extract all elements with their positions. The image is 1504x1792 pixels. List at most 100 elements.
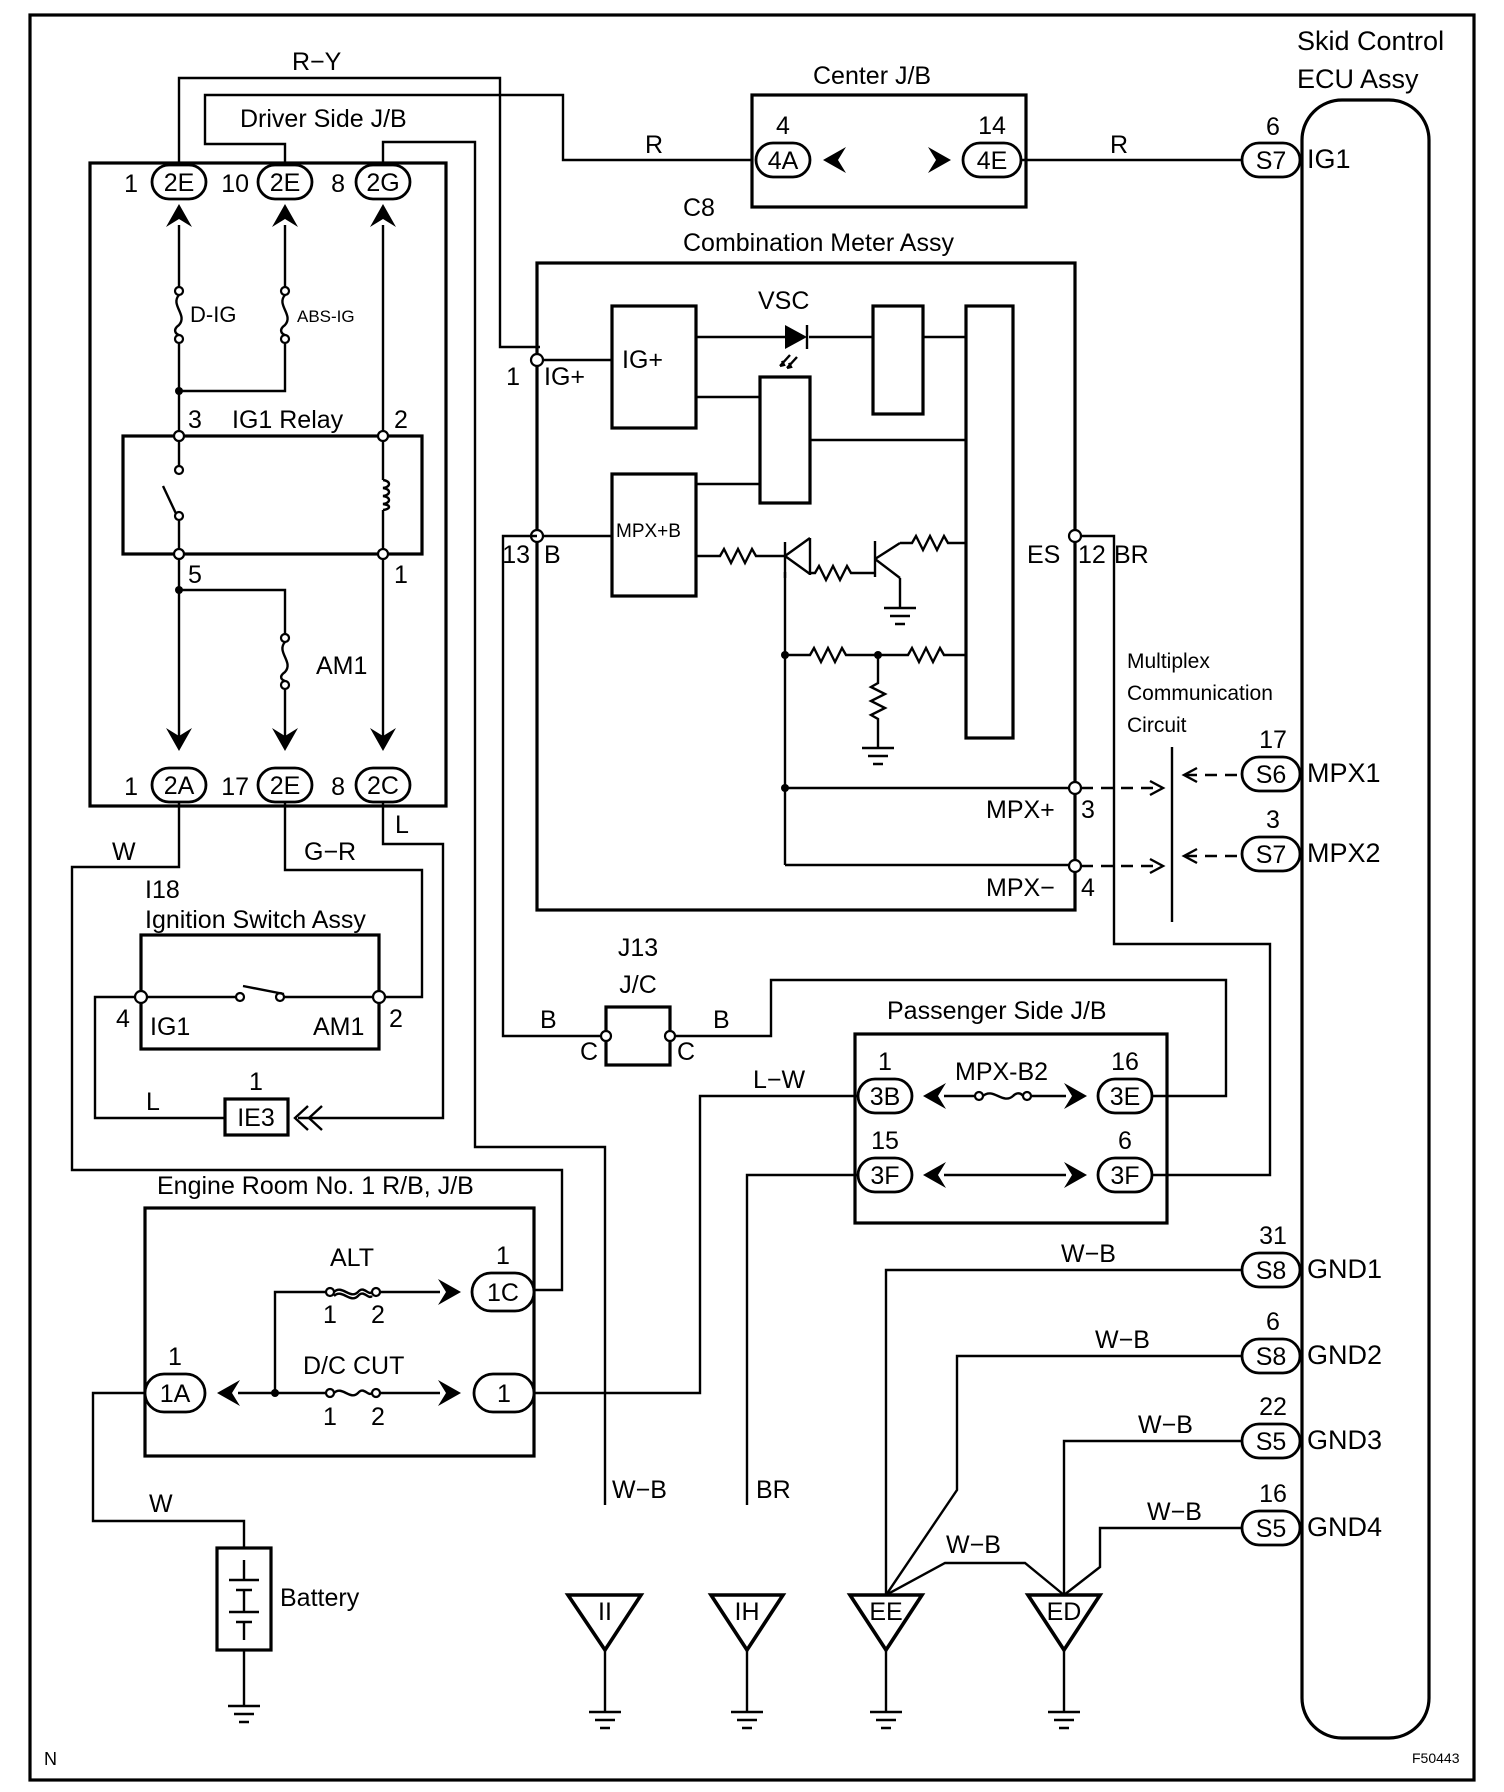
ecu-terminal-gnd2: GND2 <box>1307 1340 1382 1370</box>
svg-text:17: 17 <box>1259 726 1287 754</box>
svg-text:3: 3 <box>1081 796 1095 824</box>
wire-b-jc <box>676 978 1228 1098</box>
svg-text:1: 1 <box>394 561 408 589</box>
svg-text:2: 2 <box>371 1403 385 1431</box>
ecu-terminal-mpx1: MPX1 <box>1307 758 1381 788</box>
svg-text:S8: S8 <box>1256 1343 1287 1371</box>
svg-text:15: 15 <box>871 1127 899 1155</box>
svg-text:1: 1 <box>878 1048 892 1076</box>
svg-text:W−B: W−B <box>1095 1326 1150 1354</box>
svg-text:S5: S5 <box>1256 1428 1287 1456</box>
svg-text:6: 6 <box>1266 1308 1280 1336</box>
wire-w-battery <box>91 1391 246 1548</box>
svg-text:1: 1 <box>124 170 138 198</box>
svg-text:10: 10 <box>221 170 249 198</box>
svg-text:6: 6 <box>1118 1127 1132 1155</box>
ign-switch-code: I18 <box>145 876 180 904</box>
ecu-terminal-gnd4: GND4 <box>1307 1512 1382 1542</box>
svg-text:D-IG: D-IG <box>190 302 236 327</box>
page-frame <box>28 13 1476 1782</box>
svg-text:MPX-B2: MPX-B2 <box>955 1058 1048 1086</box>
connector-s8-gnd2: S8 6 <box>1240 1308 1302 1375</box>
svg-text:ALT: ALT <box>330 1244 374 1272</box>
svg-text:2E: 2E <box>270 772 301 800</box>
ground-ih: IH <box>707 1593 787 1730</box>
svg-text:2E: 2E <box>270 169 301 197</box>
svg-text:2C: 2C <box>367 772 399 800</box>
driver-jb-title: Driver Side J/B <box>240 105 407 133</box>
wire-wb-gnd1 <box>884 1268 1242 1595</box>
svg-text:2: 2 <box>394 406 408 434</box>
wire-l-ie3 <box>93 995 225 1120</box>
svg-text:1: 1 <box>323 1301 337 1329</box>
ignition-switch: I18 Ignition Switch Assy IG1 AM1 4 2 <box>116 876 403 1051</box>
svg-text:AM1: AM1 <box>316 652 367 680</box>
relay-title: IG1 Relay <box>232 406 344 434</box>
connector-s5-gnd3: S5 22 <box>1240 1393 1302 1460</box>
svg-text:VSC: VSC <box>758 287 809 315</box>
svg-text:R: R <box>645 131 663 159</box>
svg-text:ES: ES <box>1027 541 1060 569</box>
svg-text:16: 16 <box>1259 1480 1287 1508</box>
svg-text:3E: 3E <box>1110 1083 1141 1111</box>
svg-text:16: 16 <box>1111 1048 1139 1076</box>
svg-text:IH: IH <box>735 1598 760 1626</box>
svg-text:D/C CUT: D/C CUT <box>303 1352 404 1380</box>
svg-text:1: 1 <box>496 1242 510 1270</box>
wire-wb-ee-ed <box>885 1561 1065 1597</box>
svg-text:3F: 3F <box>870 1162 899 1190</box>
svg-text:14: 14 <box>978 112 1006 140</box>
ecu-title-line1: Skid Control <box>1297 26 1444 56</box>
vsc-led: VSC <box>758 287 809 370</box>
svg-text:6: 6 <box>1266 113 1280 141</box>
svg-text:II: II <box>598 1598 612 1626</box>
svg-text:4: 4 <box>1081 874 1095 902</box>
svg-text:4A: 4A <box>768 147 799 175</box>
svg-text:BR: BR <box>1114 541 1149 569</box>
svg-text:S7: S7 <box>1256 147 1287 175</box>
wire-g-r <box>283 802 424 999</box>
svg-text:S5: S5 <box>1256 1515 1287 1543</box>
svg-text:3: 3 <box>1266 806 1280 834</box>
connector-s7-mpx2: S7 3 <box>1240 806 1302 873</box>
svg-text:MPX+B: MPX+B <box>616 521 681 542</box>
wire-l-w <box>531 1094 858 1395</box>
svg-text:17: 17 <box>221 773 249 801</box>
svg-text:4: 4 <box>776 112 790 140</box>
ecu-title-line2: ECU Assy <box>1297 64 1419 94</box>
center-jb-title: Center J/B <box>813 62 931 90</box>
ecu-terminal-mpx2: MPX2 <box>1307 838 1381 868</box>
svg-text:1: 1 <box>506 363 520 391</box>
engine-room-rb: Engine Room No. 1 R/B, J/B 1C 1 1 1A 1 A… <box>143 1172 536 1458</box>
wire-r-y <box>177 76 540 349</box>
svg-text:EE: EE <box>869 1598 902 1626</box>
connector-2e-10: 2E 10 <box>221 163 314 201</box>
wire-r-to-center <box>203 93 753 165</box>
svg-text:1: 1 <box>124 773 138 801</box>
wire-br-ih <box>745 1173 858 1505</box>
wire-br-meter <box>1081 534 1272 1177</box>
svg-text:IG+: IG+ <box>622 346 663 374</box>
svg-text:1A: 1A <box>160 1380 191 1408</box>
svg-text:4E: 4E <box>977 147 1008 175</box>
svg-text:S8: S8 <box>1256 1257 1287 1285</box>
connector-2a: 2A 1 <box>124 766 208 804</box>
svg-text:1: 1 <box>497 1380 511 1408</box>
svg-text:2: 2 <box>389 1005 403 1033</box>
connector-2e-17: 2E 17 <box>221 766 314 804</box>
connector-s6-mpx1: S6 17 <box>1240 726 1302 793</box>
svg-text:4: 4 <box>116 1005 130 1033</box>
svg-text:2A: 2A <box>164 772 195 800</box>
ig1-relay: IG1 Relay 3 2 5 1 <box>121 225 424 748</box>
svg-text:B: B <box>540 1006 557 1034</box>
svg-text:13: 13 <box>502 541 530 569</box>
svg-text:1: 1 <box>249 1068 263 1096</box>
jc-name: J/C <box>619 971 657 999</box>
connector-s7-ig1: S7 6 <box>1240 113 1302 179</box>
svg-text:W−B: W−B <box>1138 1411 1193 1439</box>
svg-text:12: 12 <box>1078 541 1106 569</box>
svg-text:22: 22 <box>1259 1393 1287 1421</box>
svg-text:8: 8 <box>331 170 345 198</box>
ground-ii: II <box>564 1593 645 1730</box>
